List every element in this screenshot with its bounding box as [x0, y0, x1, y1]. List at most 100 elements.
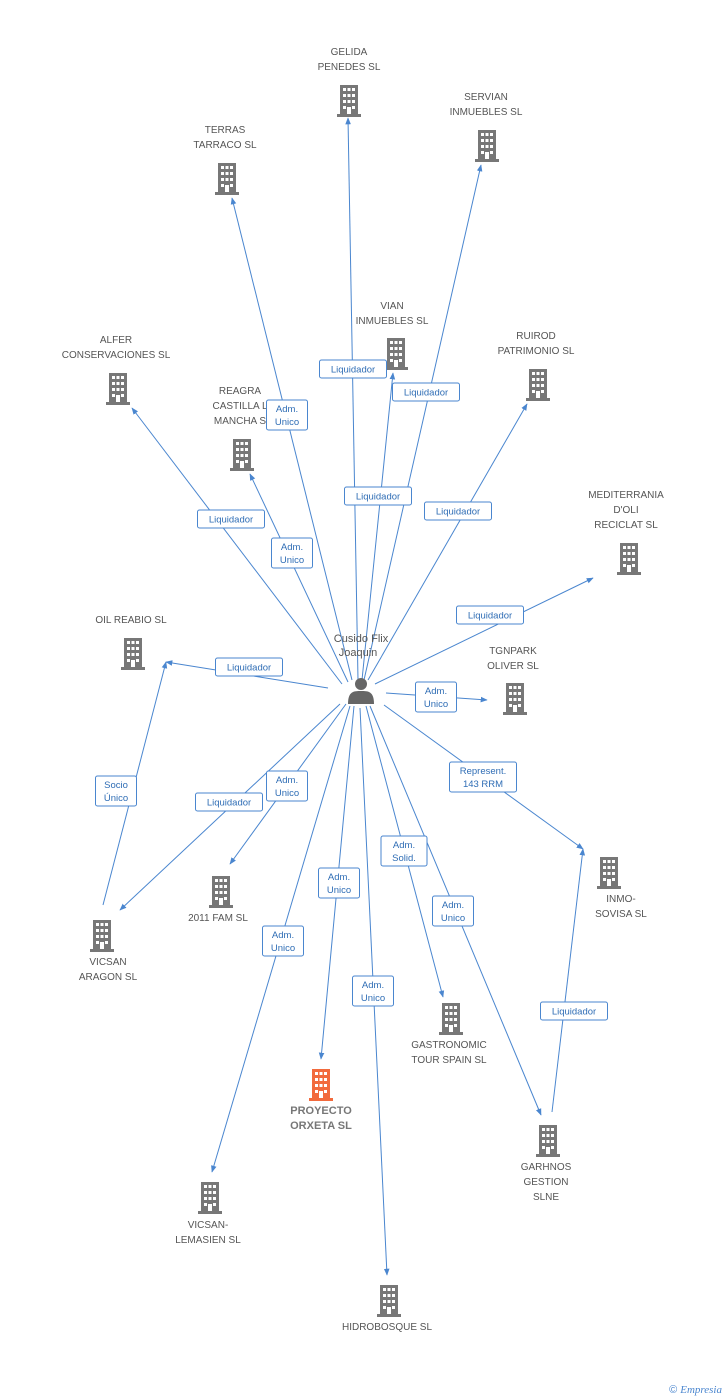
- company-name-line: GASTRONOMIC: [411, 1040, 487, 1051]
- edge-label-text: Liquidador: [552, 1007, 596, 1018]
- company-node-gelida[interactable]: GELIDA PENEDES SL: [318, 47, 381, 117]
- person-name-line: Joaquin: [339, 647, 378, 659]
- building-icon: [526, 369, 550, 401]
- company-name-line: SERVIAN: [464, 92, 508, 103]
- building-icon: [377, 1285, 401, 1317]
- edge-label-text: 143 RRM: [463, 779, 503, 790]
- company-name-line: RECICLAT SL: [594, 520, 658, 531]
- building-icon: [215, 163, 239, 195]
- company-node-ruirod[interactable]: RUIROD PATRIMONIO SL: [498, 331, 575, 401]
- edge-label-servian[interactable]: Liquidador: [392, 382, 460, 402]
- building-icon: [503, 683, 527, 715]
- copyright-symbol: ©: [669, 1384, 678, 1396]
- edge-label-box: [540, 1001, 608, 1021]
- edge-label-reagra[interactable]: Adm.Unico: [271, 537, 313, 569]
- company-node-vicsanlemasien[interactable]: VICSAN-LEMASIEN SL: [175, 1182, 241, 1246]
- edge-label-box: [319, 359, 387, 379]
- edge-label-text: Único: [104, 793, 128, 804]
- building-icon: [121, 638, 145, 670]
- company-name-line: 2011 FAM SL: [188, 913, 248, 924]
- edge-label-box: [215, 657, 283, 677]
- edge-label-box: [271, 537, 313, 569]
- company-node-gastronomic[interactable]: GASTRONOMIC TOUR SPAIN SL: [411, 1003, 487, 1066]
- edge-label-tgnpark[interactable]: Adm. Unico: [415, 681, 457, 713]
- company-name-line: LEMASIEN SL: [175, 1235, 241, 1246]
- edge-line-center-vian: [361, 372, 396, 681]
- edge-label-box: [352, 975, 394, 1007]
- company-name-line: PENEDES SL: [318, 62, 381, 73]
- edge-label-hidrobosque[interactable]: Adm.Unico: [352, 975, 394, 1007]
- edge-label-terras[interactable]: Adm.Unico: [266, 399, 308, 431]
- edge-label-gelida[interactable]: Liquidador: [319, 359, 387, 379]
- edge-label-text: Liquidador: [331, 365, 375, 376]
- edge-label-alfer[interactable]: Liquidador: [197, 509, 265, 529]
- edge-line-center-mediterrania: [374, 577, 594, 685]
- edge-label-fam2011[interactable]: Adm.Unico: [266, 770, 308, 802]
- edge-label-text: Liquidador: [209, 515, 253, 526]
- edge-label-text: Unico: [327, 885, 351, 896]
- company-node-hidrobosque[interactable]: HIDROBOSQUE SL: [342, 1285, 432, 1333]
- edge-label-text: Liquidador: [227, 663, 271, 674]
- footer-brand[interactable]: ©Empresia: [669, 1384, 722, 1396]
- edge-label-text: Unico: [441, 913, 465, 924]
- company-name-line: MEDITERRANIA: [588, 490, 664, 501]
- edge-label-box: [266, 399, 308, 431]
- edge-label-box: [456, 605, 524, 625]
- edge-label-text: Liquidador: [468, 611, 512, 622]
- edge-label-text: Unico: [275, 788, 299, 799]
- company-node-inmosovisa[interactable]: INMO-SOVISA SL: [595, 857, 647, 920]
- edge-label-vicsanaragon[interactable]: Liquidador: [195, 792, 263, 812]
- edge-label-oilreabio[interactable]: Liquidador: [215, 657, 283, 677]
- edge-label-box: [415, 681, 457, 713]
- company-name-line: TERRAS: [205, 125, 246, 136]
- company-name-line: VIAN: [380, 301, 403, 312]
- edge-label-vian[interactable]: Liquidador: [344, 486, 412, 506]
- company-name-line: OIL REABIO SL: [95, 615, 167, 626]
- edge-label-box: [197, 509, 265, 529]
- edge-label-text: Adm.: [425, 686, 447, 697]
- company-name-line: GESTION: [523, 1177, 568, 1188]
- company-name-line: TOUR SPAIN SL: [411, 1055, 487, 1066]
- edge-line-center-ruirod: [367, 403, 528, 681]
- edge-line-center-reagra: [249, 473, 349, 683]
- edge-label-ruirod[interactable]: Liquidador: [424, 501, 492, 521]
- company-node-oilreabio[interactable]: OIL REABIO SL: [95, 615, 167, 670]
- person-icon: [348, 678, 374, 704]
- edge-label-mediterrania[interactable]: Liquidador: [456, 605, 524, 625]
- building-icon: [106, 373, 130, 405]
- edge-line-center-alfer: [131, 407, 343, 685]
- company-name-line: ORXETA SL: [290, 1120, 352, 1132]
- edge-label-text: Adm.: [328, 872, 350, 883]
- edge-label-text: Solid.: [392, 853, 416, 864]
- edge-label-inmosovisa[interactable]: Liquidador: [540, 1001, 608, 1021]
- edge-label-box: [262, 925, 304, 957]
- company-name-line: RUIROD: [516, 331, 555, 342]
- edge-label-box: [344, 486, 412, 506]
- building-icon: [230, 439, 254, 471]
- edge-label-gastronomic[interactable]: Adm. Solid.: [380, 835, 428, 867]
- edge-label-text: Unico: [424, 699, 448, 710]
- edge-label-box: [195, 792, 263, 812]
- edge-label-vicsanlemasien[interactable]: Adm.Unico: [262, 925, 304, 957]
- edge-label-inmosovisa[interactable]: Represent.143 RRM: [449, 761, 517, 793]
- company-name-line: PATRIMONIO SL: [498, 346, 575, 357]
- edge-label-garhnos[interactable]: Adm.Unico: [432, 895, 474, 927]
- company-node-fam2011[interactable]: 2011 FAM SL: [188, 876, 248, 924]
- edge-label-proyecto[interactable]: Adm. Unico: [318, 867, 360, 899]
- company-name-line: ALFER: [100, 335, 132, 346]
- company-name-line: GELIDA: [331, 47, 368, 58]
- edge-label-text: Adm.: [393, 840, 415, 851]
